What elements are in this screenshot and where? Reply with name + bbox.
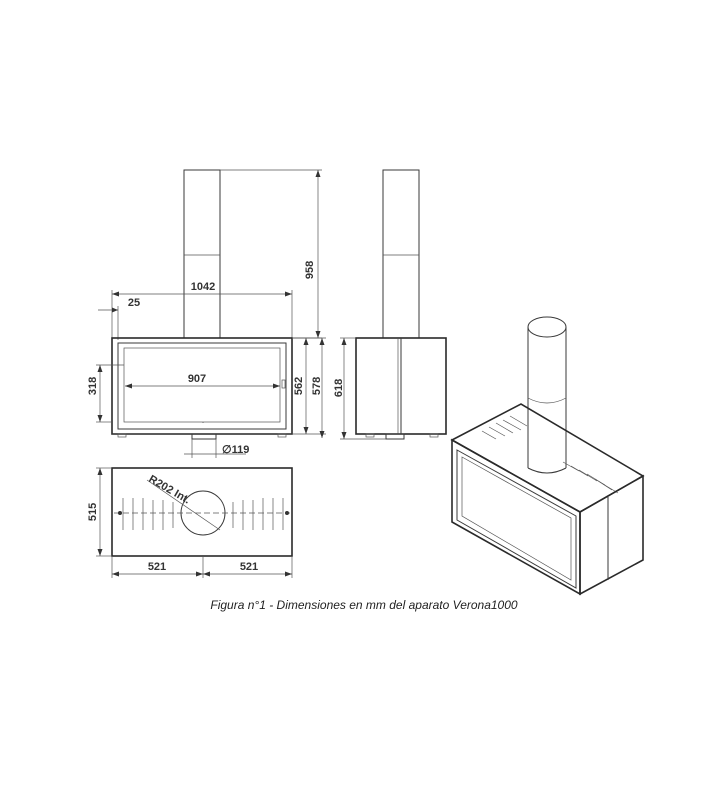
total-height-label: 578: [311, 377, 323, 395]
iso-chimney-top: [527, 316, 567, 338]
front-foot-right: [277, 433, 287, 438]
iso-chimney-base: [527, 467, 567, 474]
side-foot-right: [429, 433, 439, 438]
arrow: [112, 307, 118, 313]
arrow: [285, 291, 292, 297]
arrow: [112, 571, 119, 577]
front-handle: [281, 379, 286, 389]
glass-width-label: 907: [188, 373, 206, 385]
iso-top-face: [450, 403, 645, 513]
side-flue-outlet: [385, 433, 405, 440]
side-chimney: [382, 169, 420, 339]
front-frame: [117, 342, 287, 430]
top-dot-right: [285, 511, 289, 515]
arrow: [319, 338, 325, 345]
top-body: [111, 467, 293, 557]
arrow: [203, 571, 210, 577]
glass-height-label: 318: [87, 377, 99, 395]
half-width-right-label: 521: [240, 561, 258, 573]
iso-glass: [461, 456, 572, 581]
iso-top-vents: [481, 415, 619, 494]
top-vents-right: [232, 498, 284, 530]
arrow: [341, 432, 347, 439]
flue-height-label: 958: [304, 261, 316, 279]
front-view: 958 1042 25 ~ 907 318: [87, 169, 326, 458]
radius-label: R202 Int.: [147, 473, 193, 506]
top-depth-label: 515: [87, 503, 99, 521]
top-view: R202 Int. 515 521 521: [87, 467, 293, 578]
diameter-symbol: ∅: [222, 444, 232, 456]
arrow: [341, 338, 347, 345]
body-height-label: 562: [293, 377, 305, 395]
arrow: [315, 331, 321, 338]
iso-chimney-joint: [527, 397, 567, 404]
arrow: [97, 365, 103, 372]
front-width-label: 1042: [191, 281, 215, 293]
arrow: [303, 427, 309, 434]
arrow: [112, 291, 119, 297]
figure-caption: Figura n°1 - Dimensiones en mm del apara…: [210, 598, 518, 612]
half-width-left-label: 521: [148, 561, 166, 573]
side-view: 618: [333, 169, 447, 440]
arrow: [273, 383, 280, 389]
top-dot-left: [118, 511, 122, 515]
arrow: [319, 431, 325, 438]
iso-side-face: [579, 474, 644, 596]
arrow: [125, 383, 132, 389]
arrow: [97, 468, 103, 475]
arrow: [196, 571, 203, 577]
front-glass: [123, 347, 281, 423]
side-height-label: 618: [333, 379, 345, 397]
arrow: [303, 338, 309, 345]
flue-diameter-value: 119: [232, 444, 250, 456]
iso-door-frame: [456, 449, 577, 589]
front-foot-left: [117, 433, 127, 438]
arrow: [315, 170, 321, 177]
iso-front-face: [451, 438, 581, 596]
front-logo: ~: [202, 420, 205, 425]
isometric-view: [450, 316, 645, 596]
front-flue-outlet: [191, 433, 217, 440]
radius-leader: [146, 479, 221, 531]
top-vents-left: [122, 498, 174, 530]
front-chimney: [183, 169, 221, 339]
side-foot-left: [365, 433, 375, 438]
arrow: [285, 571, 292, 577]
flue-diameter-label: ∅119: [222, 444, 249, 456]
arrow: [97, 549, 103, 556]
arrow: [97, 415, 103, 422]
offset-label: 25: [128, 297, 140, 309]
